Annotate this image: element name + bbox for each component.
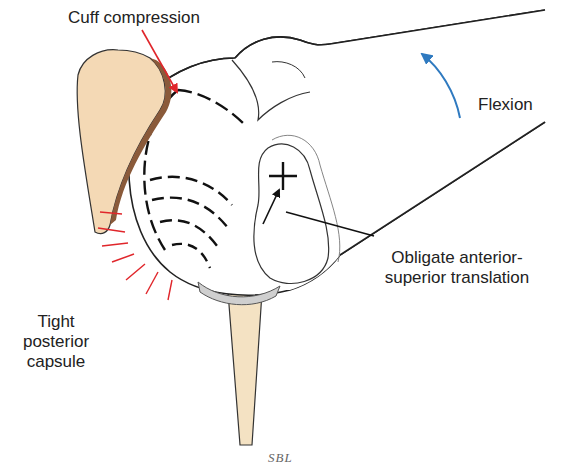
motion-label: Flexion: [478, 95, 558, 115]
watermark: SBL: [268, 448, 308, 468]
callout-label: Cuff compression: [68, 8, 248, 28]
callout-label: Tight posterior capsule: [12, 312, 100, 372]
callout-label: Obligate anterior-superior translation: [382, 248, 532, 288]
